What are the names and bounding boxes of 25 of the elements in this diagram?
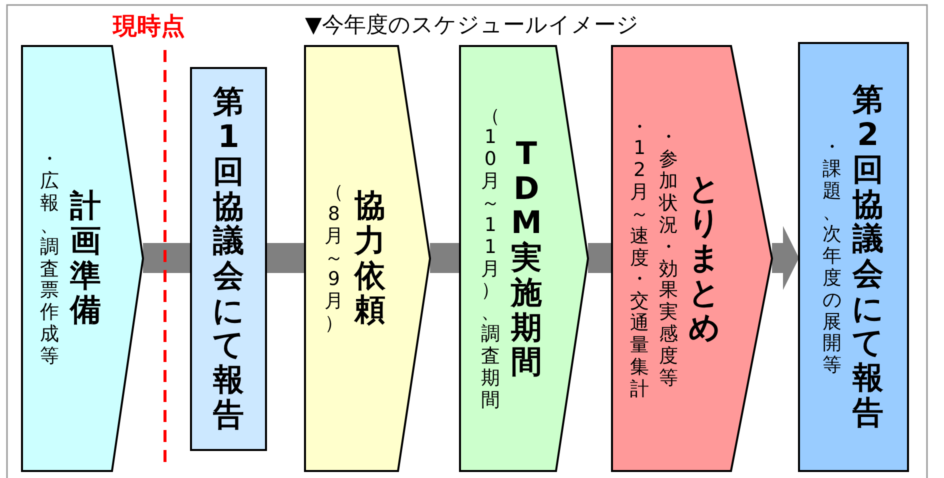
arrow xyxy=(772,226,799,290)
process-arrow-shape xyxy=(460,46,588,471)
schedule-heading: ▼今年度のスケジュールイメージ xyxy=(305,12,639,40)
report-box xyxy=(799,43,908,471)
step-title: 第2回協議会にて報告 xyxy=(850,83,885,431)
step-note: ・広報、調査票作成等 xyxy=(38,149,60,368)
step-note: （10月～11月）、調査期間 xyxy=(480,106,501,412)
connector-bar xyxy=(143,243,191,273)
step-note: ・参加状況・効果実感度等 xyxy=(658,127,679,390)
step-title: 計画準備 xyxy=(68,189,102,328)
current-point-label: 現時点 xyxy=(113,11,185,42)
step-title: TDM実施期間 xyxy=(510,136,543,380)
process-arrow-shape xyxy=(612,46,772,471)
step-title: 協力依頼 xyxy=(352,189,386,328)
step-note: ・課題、次年度の展開等 xyxy=(821,136,842,378)
step-title: 第1回協議会にて報告 xyxy=(212,85,246,433)
process-arrow-shape xyxy=(22,46,143,471)
report-box xyxy=(191,68,266,450)
connector-bar xyxy=(430,243,460,273)
connector-bar xyxy=(588,243,612,273)
step-note: ・12月～速度・交通量集計 xyxy=(629,116,650,400)
process-arrow-shape xyxy=(305,46,430,471)
connector-bar xyxy=(266,243,305,273)
step-title: とりまとめ xyxy=(687,172,722,346)
step-note: （8月～9月） xyxy=(323,182,344,335)
